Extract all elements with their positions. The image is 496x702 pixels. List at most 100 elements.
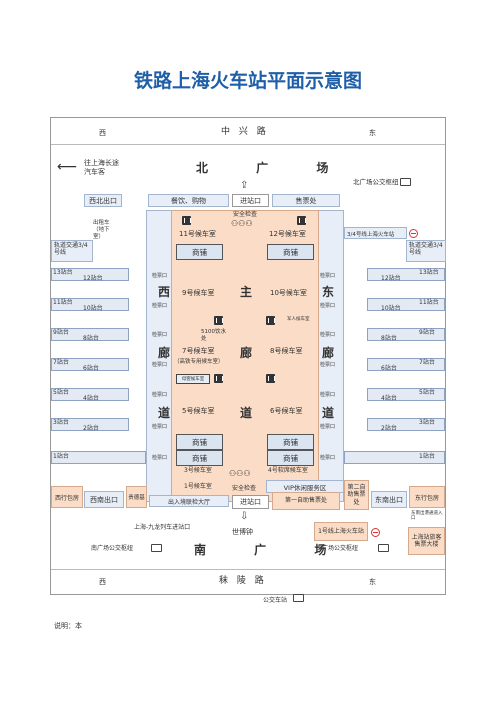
hall-7-sub: （高铁专用候车室） (174, 359, 224, 365)
platform-right (367, 358, 445, 371)
main-corridor-2: 廊 (240, 346, 255, 360)
line34-label: 3/4号线上海火车站 (344, 227, 407, 239)
military-room: 军人候车室 (287, 317, 310, 322)
hall-5: 5号候车室 (182, 407, 215, 415)
south-bus-left: 南广场公交枢纽 (91, 545, 134, 552)
gate-label: 检票口 (152, 362, 168, 368)
north-entrance[interactable]: 进站口 (232, 194, 269, 207)
platform-left (51, 418, 129, 431)
gate-label: 检票口 (152, 392, 168, 398)
platform-right (344, 451, 445, 464)
platform-label: 6站台 (381, 365, 397, 372)
water-station: 5100饮水处 (201, 329, 226, 342)
gate-label: 检票口 (320, 424, 336, 430)
metro-left: 轨道交通3/4号线 (51, 240, 93, 262)
south-entrance[interactable]: 进站口 (232, 495, 269, 509)
bus-icon (400, 178, 411, 186)
hall-7: 7号候车室 (182, 347, 215, 355)
north-square-label: 北 广 场 (196, 161, 351, 175)
hall-6: 6号候车室 (270, 407, 303, 415)
platform-right (367, 298, 445, 311)
elevator-icon (182, 216, 191, 225)
platform-right (367, 418, 445, 431)
southwest-exit[interactable]: 西南出口 (84, 491, 124, 508)
platform-label: 2站台 (381, 425, 397, 432)
first-ticket[interactable]: 第一自助售票处 (272, 492, 340, 510)
platform-right (367, 268, 445, 281)
platform-label: 5站台 (53, 389, 69, 396)
platform-label: 4站台 (83, 395, 99, 402)
main-corridor-3: 道 (240, 406, 255, 420)
platform-label: 2站台 (83, 425, 99, 432)
platform-label: 6站台 (83, 365, 99, 372)
west-corridor-3: 道 (158, 406, 173, 420)
gift-shop: 贵德基 (126, 486, 147, 508)
gate-label: 检票口 (152, 303, 168, 309)
arrow-left-icon: ⟵ (57, 159, 78, 175)
hall-12: 12号候车室 (269, 230, 306, 238)
shop: 商铺 (267, 434, 314, 450)
southeast-exit[interactable]: 东南出口 (371, 491, 407, 508)
platform-label: 9站台 (419, 329, 435, 336)
station-map: 西 中 兴 路 东 ⟵ 往上海长途汽车客 北 广 场 北广场公交枢纽 西北出口 … (50, 117, 446, 595)
west-corridor-1: 西 (158, 285, 173, 299)
platform-label: 12站台 (381, 275, 401, 282)
bus-icon (378, 544, 389, 552)
shop: 商铺 (267, 244, 314, 260)
platform-label: 7站台 (419, 359, 435, 366)
gate-label: 检票口 (320, 455, 336, 461)
shop: 商铺 (267, 450, 314, 466)
shop: 商铺 (176, 244, 223, 260)
main-corridor-1: 主 (240, 285, 255, 299)
platform-label: 1站台 (53, 453, 69, 460)
platform-left (51, 298, 129, 311)
platform-label: 10站台 (83, 305, 103, 312)
hall-11: 11号候车室 (179, 230, 216, 238)
metro-right: 轨道交通3/4号线 (406, 240, 446, 262)
transfer-hall: 出入境联检大厅 (149, 495, 229, 507)
west-corridor-2: 廊 (158, 346, 173, 360)
gate-label: 检票口 (152, 332, 168, 338)
gate-label: 检票口 (152, 273, 168, 279)
gate-label: 检票口 (320, 273, 336, 279)
east-corridor-2: 廊 (322, 346, 337, 360)
north-security-label: 安全检查 (233, 211, 258, 218)
platform-label: 13站台 (419, 269, 439, 276)
metro-icon (409, 229, 418, 238)
platform-label: 5站台 (419, 389, 435, 396)
kowloon-entrance: 上海-九龙列车进站口 (134, 524, 191, 531)
entrance-icon: ⇪ (240, 180, 249, 191)
ticket-tower: 上海站旅客售票大楼 (408, 527, 445, 555)
east-note: 东南出港通道入口 (411, 511, 443, 522)
platform-label: 7站台 (53, 359, 69, 366)
gate-label: 检票口 (152, 455, 168, 461)
platform-label: 8站台 (381, 335, 397, 342)
south-bus-right: 南广场公交枢纽 (316, 545, 359, 552)
north-ticket-office[interactable]: 售票处 (272, 194, 340, 207)
platform-left (51, 451, 146, 464)
page-title: 铁路上海火车站平面示意图 (133, 70, 362, 92)
line1-label: 1号线上海火车站 (314, 522, 368, 541)
gate-label: 检票口 (320, 392, 336, 398)
platform-left (51, 328, 129, 341)
south-security-label: 安全检查 (232, 485, 257, 492)
second-ticket[interactable]: 第二自助售票处 (344, 480, 369, 510)
security-icon: ⚇⚇⚇ (231, 219, 253, 228)
shop: 商铺 (176, 434, 223, 450)
security-icon: ⚇⚇⚇ (229, 469, 251, 478)
road-line (51, 144, 445, 145)
road-top-west: 西 (99, 129, 106, 137)
dining-shop[interactable]: 餐饮、购物 (148, 194, 229, 207)
south-square-label: 南 广 场 (194, 543, 349, 557)
platform-label: 3站台 (419, 419, 435, 426)
platform-left (51, 388, 129, 401)
elevator-icon (214, 316, 223, 325)
platform-label: 1站台 (419, 453, 435, 460)
road-bottom-west: 西 (99, 578, 106, 586)
metro-icon (371, 528, 380, 537)
platform-label: 11站台 (419, 299, 439, 306)
platform-label: 11站台 (53, 299, 73, 306)
hall-3: 3号候车室 (184, 467, 212, 474)
northwest-exit[interactable]: 西北出口 (84, 194, 122, 207)
mother-baby-room: 母婴候车室 (176, 374, 210, 384)
